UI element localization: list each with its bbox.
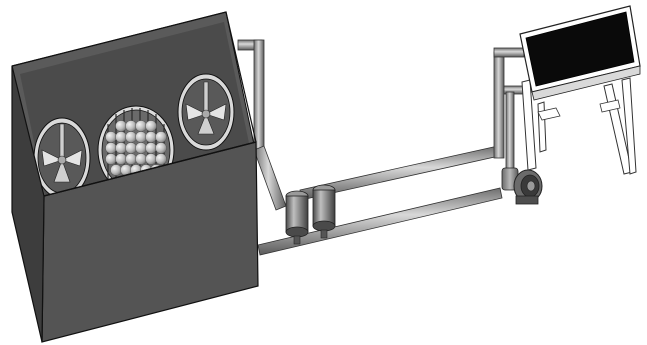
media-ball — [136, 154, 147, 165]
media-ball — [136, 143, 147, 154]
media-ball — [126, 121, 137, 132]
media-ball — [116, 132, 127, 143]
media-ball — [146, 154, 157, 165]
media-ball — [106, 154, 117, 165]
media-ball — [116, 143, 127, 154]
pipe-network — [238, 40, 526, 255]
media-ball — [116, 121, 127, 132]
media-ball — [146, 121, 157, 132]
media-ball — [126, 154, 137, 165]
media-ball — [136, 121, 147, 132]
media-ball — [111, 165, 122, 176]
media-ball — [106, 143, 117, 154]
media-ball — [156, 143, 167, 154]
media-ball — [156, 154, 167, 165]
media-ball — [136, 132, 147, 143]
media-ball — [146, 143, 157, 154]
right-cylinder — [178, 74, 234, 150]
media-ball — [126, 143, 137, 154]
tank — [12, 12, 258, 342]
solar-panel — [520, 6, 640, 100]
media-ball — [146, 132, 157, 143]
media-ball — [106, 132, 117, 143]
pump — [502, 168, 542, 204]
media-ball — [116, 154, 127, 165]
panel-riser-pipe — [494, 48, 526, 182]
supply-diagonal-pipe — [254, 146, 286, 210]
media-ball — [156, 132, 167, 143]
media-ball — [126, 132, 137, 143]
